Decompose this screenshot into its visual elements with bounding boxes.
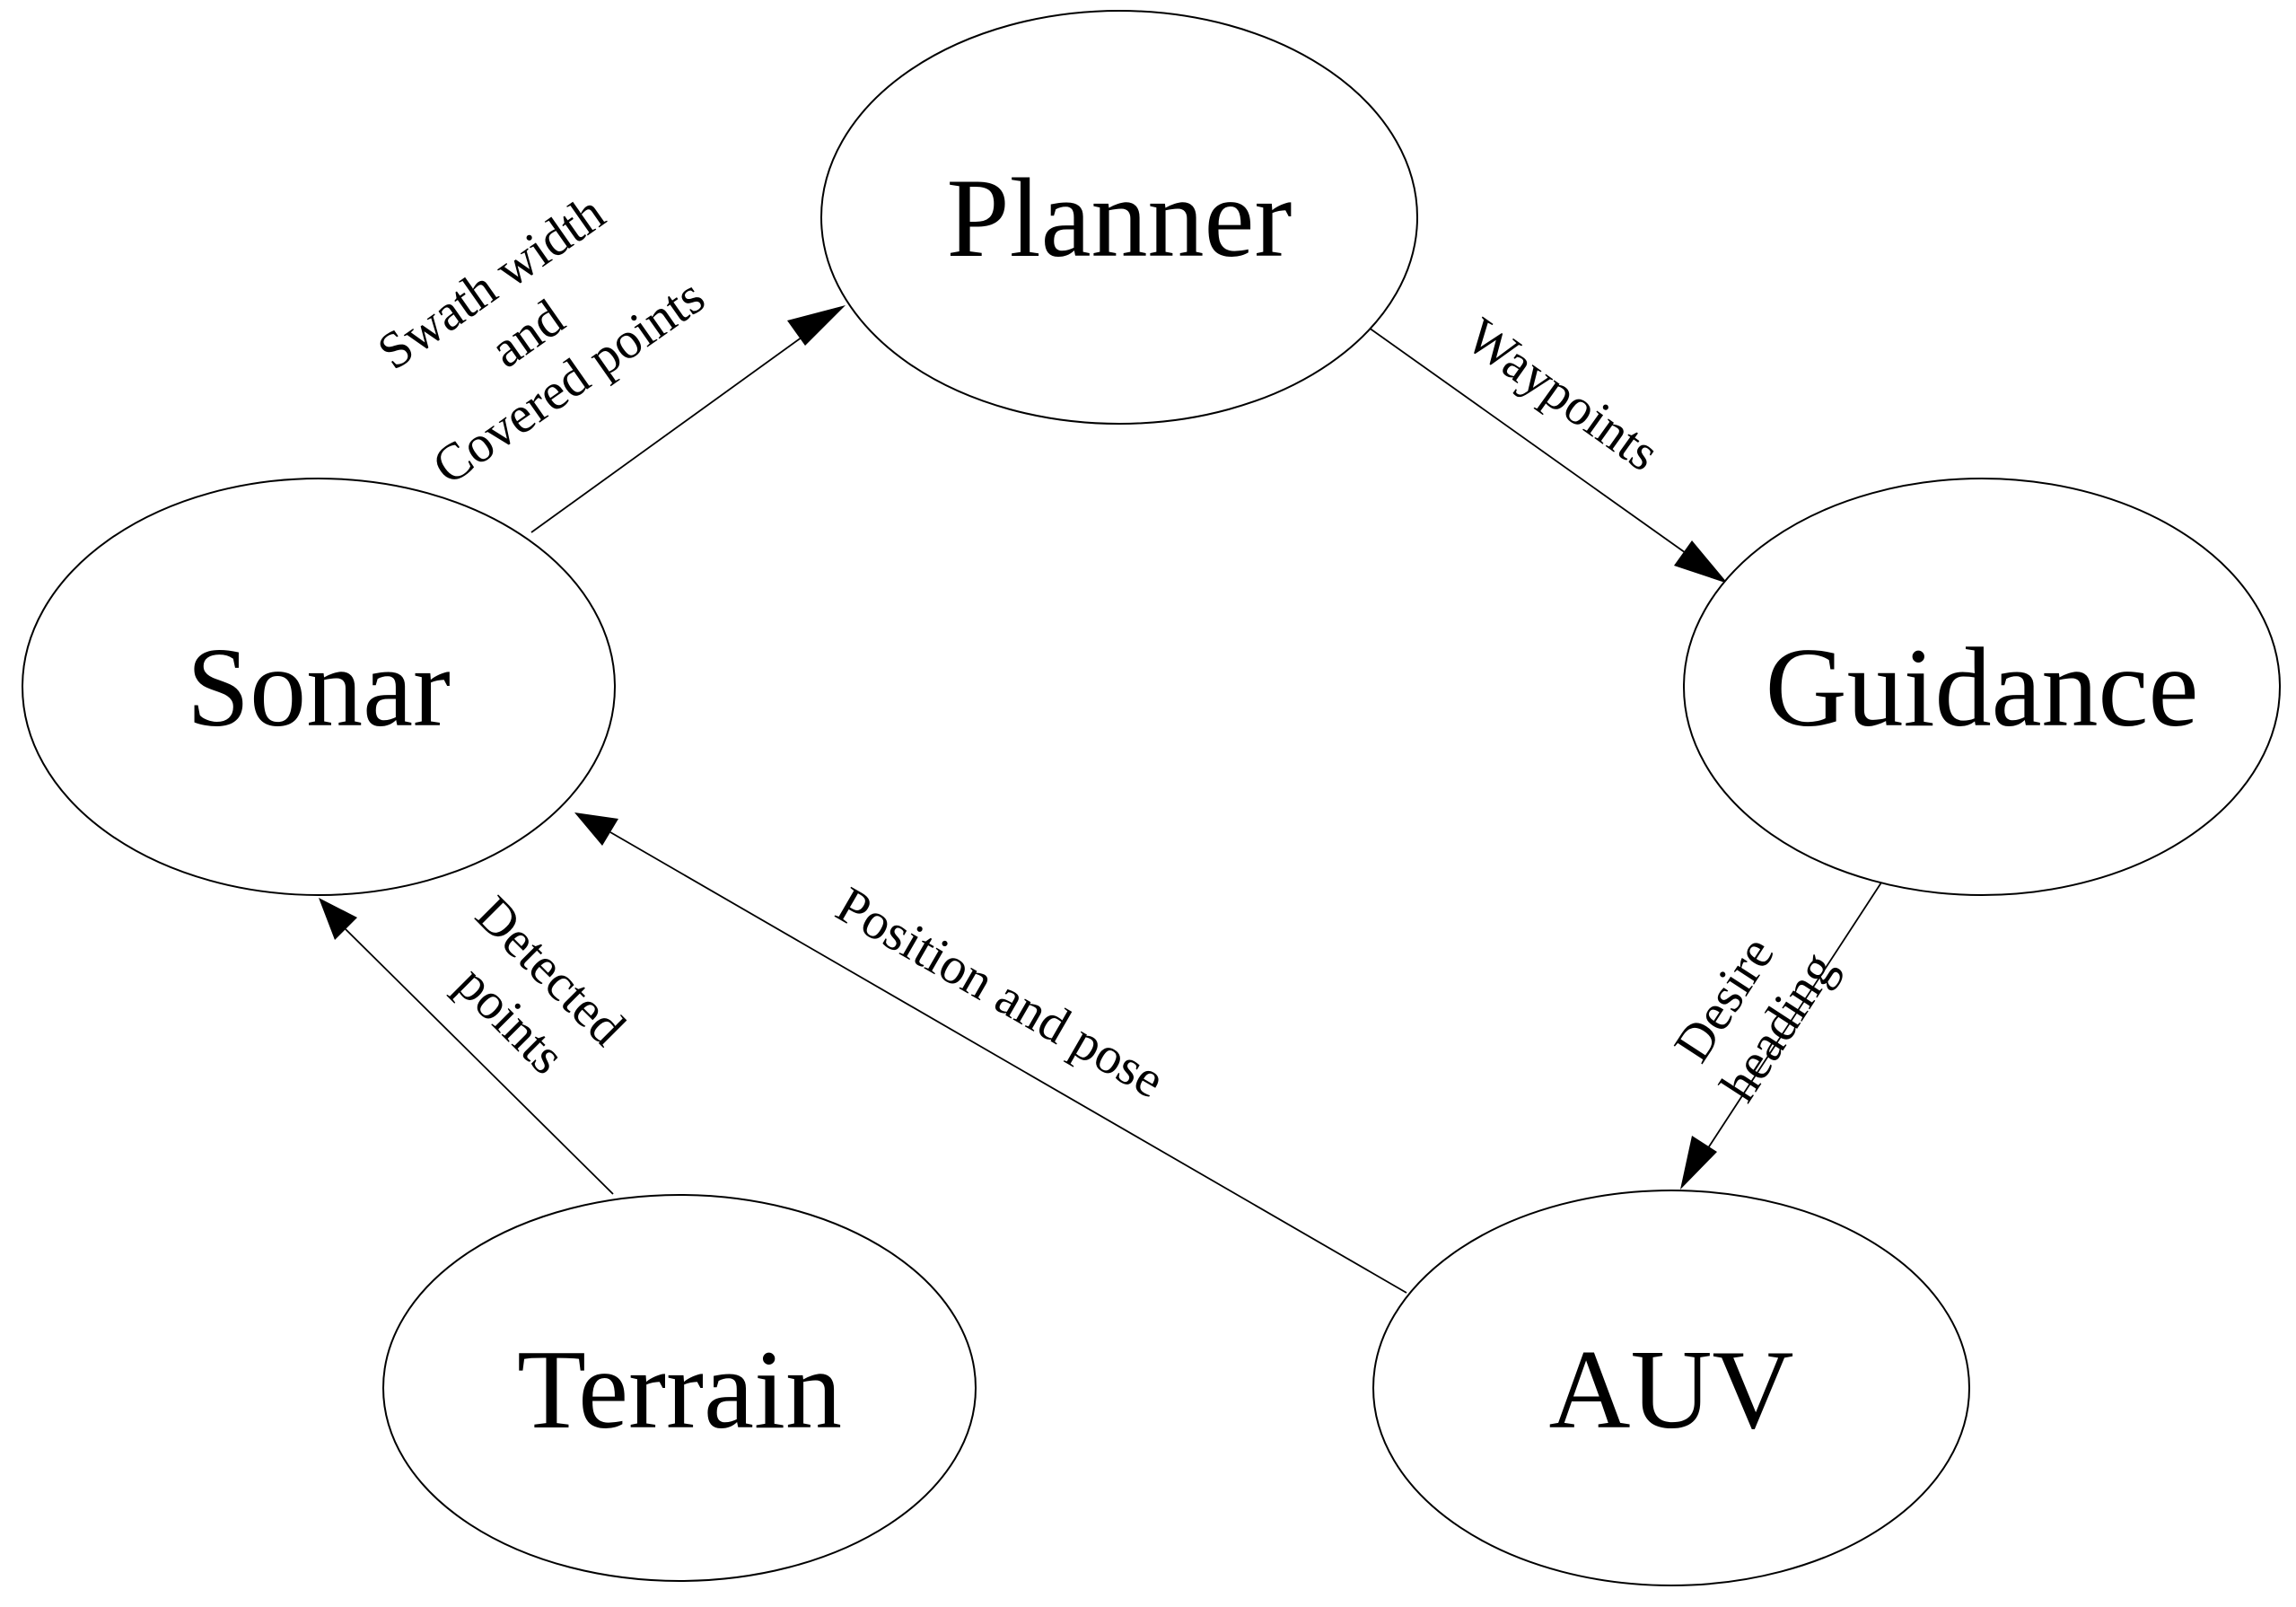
edge-line xyxy=(609,831,1407,1294)
edge-label: Waypoints xyxy=(1456,306,1670,482)
edge-label: Desire heading xyxy=(1658,909,1847,1111)
edge-sonar-to-planner: Swath width and Covered points xyxy=(350,163,846,533)
node-ellipse xyxy=(1372,1190,1970,1586)
edge-label: Position and pose xyxy=(827,875,1174,1110)
edge-terrain-to-sonar: Detected points xyxy=(319,884,645,1195)
edge-line xyxy=(1702,879,1884,1157)
edge-planner-to-guidance: Waypoints xyxy=(1368,306,1728,584)
arrowhead xyxy=(1680,1136,1717,1190)
node-terrain: Terrain xyxy=(382,1194,977,1582)
edge-label: Swath width and Covered points xyxy=(350,163,715,496)
node-auv: AUV xyxy=(1372,1190,1970,1586)
edge-guidance-to-auv: Desire heading xyxy=(1658,879,1884,1190)
node-label: Sonar xyxy=(187,626,451,751)
edge-label-line: Waypoints xyxy=(1456,306,1670,482)
edge-line xyxy=(345,928,614,1195)
node-ellipse xyxy=(382,1194,977,1582)
arrowhead xyxy=(787,305,846,346)
edge-line xyxy=(530,327,816,533)
node-label: Planner xyxy=(947,156,1293,281)
node-ellipse xyxy=(22,478,616,896)
node-ellipse xyxy=(1683,478,2281,896)
node-label: AUV xyxy=(1549,1328,1794,1453)
arrowhead xyxy=(1674,540,1728,584)
arrowhead xyxy=(574,812,618,846)
node-ellipse xyxy=(820,10,1418,425)
edge-label: Detected points xyxy=(420,884,645,1110)
arrowhead xyxy=(319,898,357,940)
node-guidance: Guidance xyxy=(1683,478,2281,896)
edge-label-line: Position and pose xyxy=(827,875,1174,1110)
edge-line xyxy=(1368,327,1702,565)
node-label: Terrain xyxy=(517,1328,842,1453)
node-planner: Planner xyxy=(820,10,1418,425)
node-sonar: Sonar xyxy=(22,478,616,896)
node-label: Guidance xyxy=(1766,626,2199,751)
